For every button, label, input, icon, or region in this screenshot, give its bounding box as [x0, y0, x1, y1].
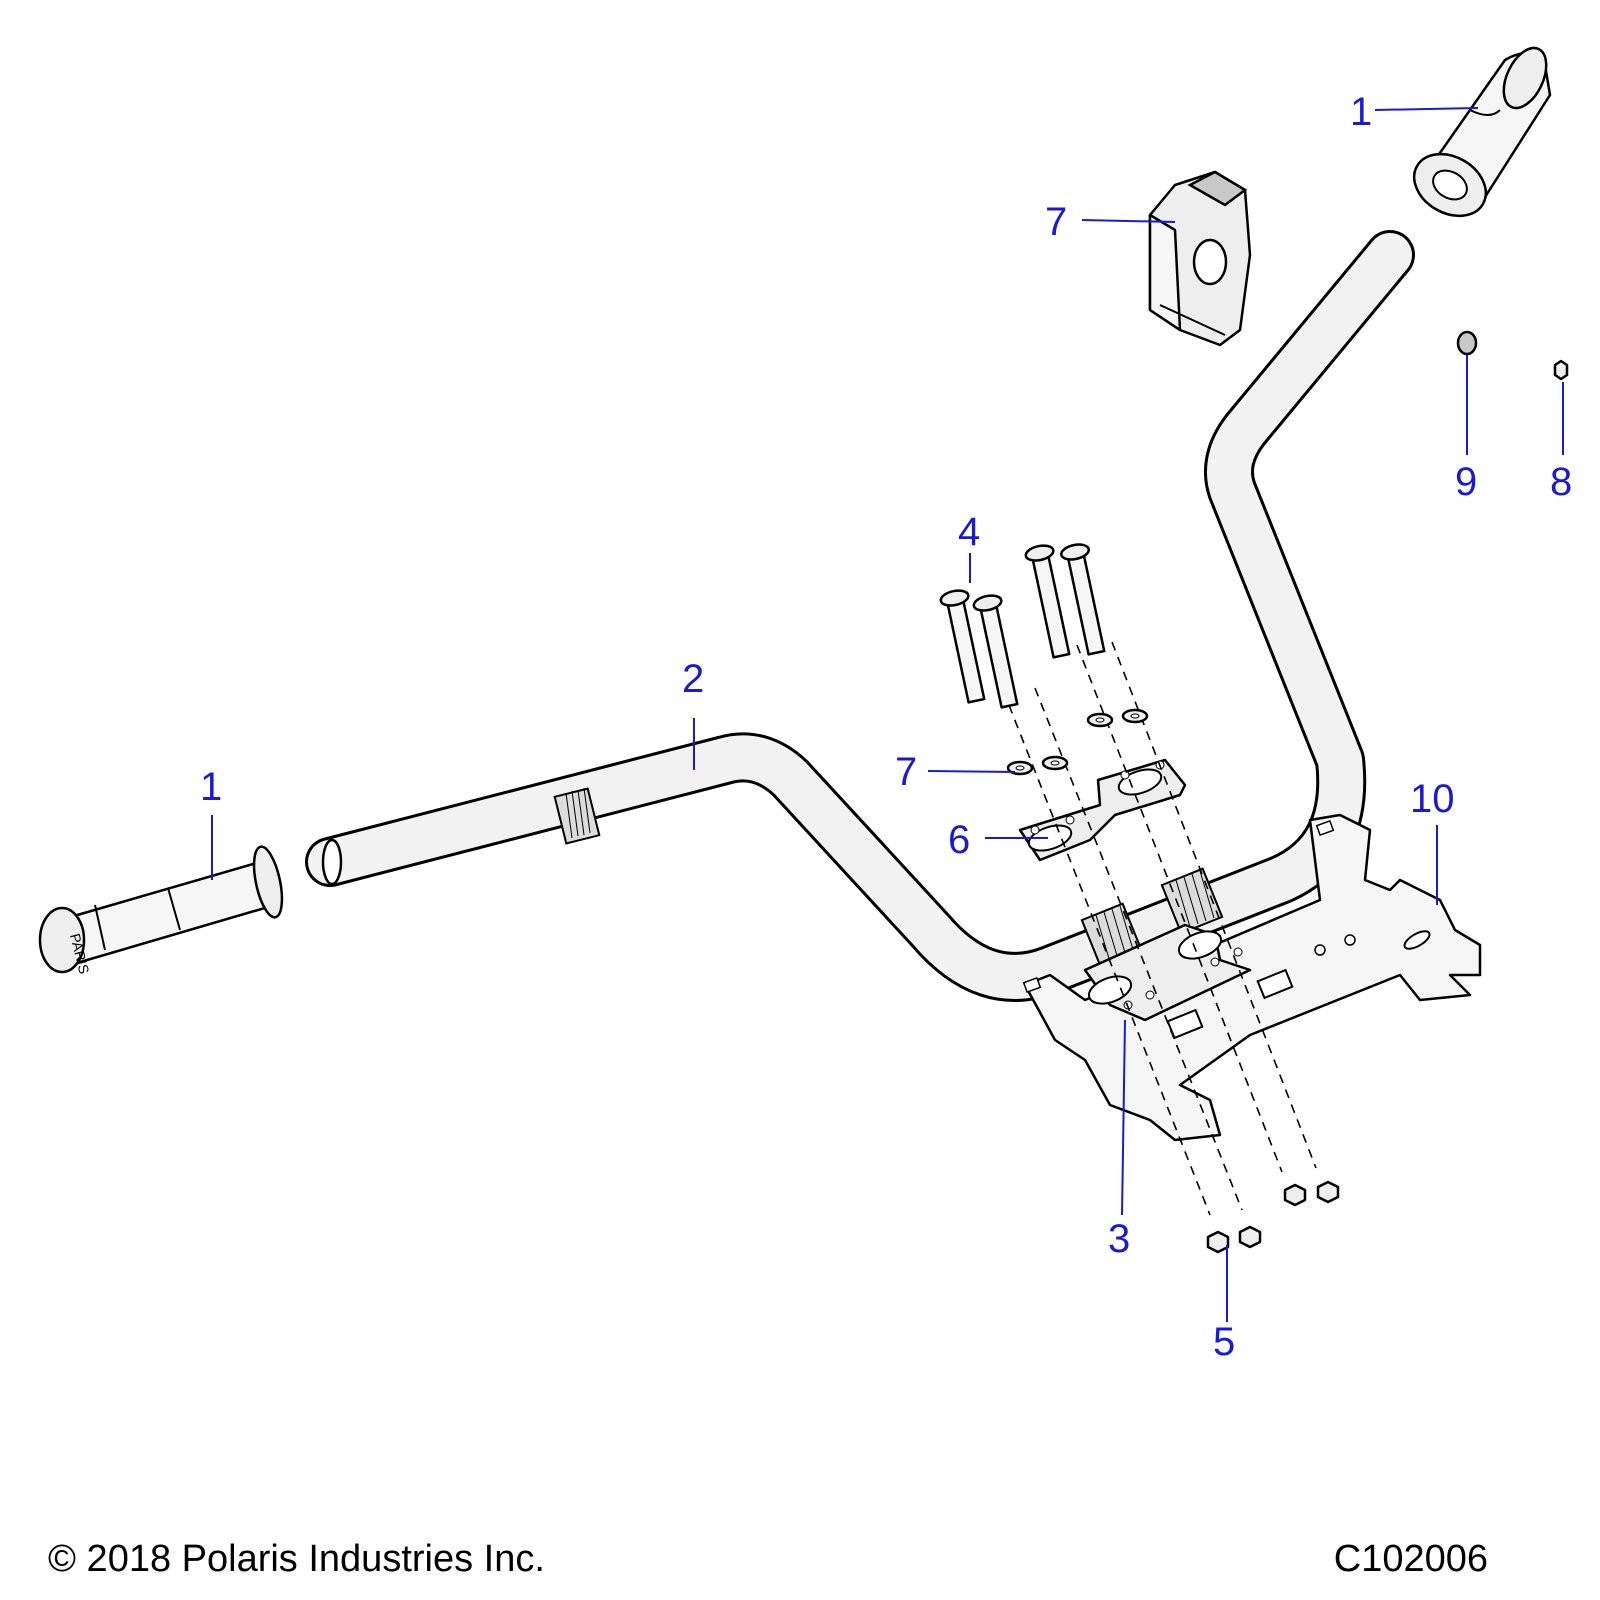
handlebar-open-end — [321, 838, 343, 886]
switch-housing — [1148, 170, 1252, 347]
grip-right — [1412, 46, 1552, 218]
leader-lines — [211, 107, 1564, 1322]
callout-plug: 8 — [1550, 460, 1572, 504]
plug — [1553, 359, 1569, 381]
callouts: 1 7 9 8 4 2 7 6 10 1 3 5 — [200, 90, 1572, 1364]
callout-grip-right: 1 — [1350, 90, 1372, 134]
knurl-left — [553, 787, 601, 845]
callout-mount-bracket: 10 — [1410, 777, 1455, 821]
washers — [1006, 708, 1149, 776]
callout-washer: 7 — [895, 750, 917, 794]
callout-grommet: 9 — [1455, 460, 1477, 504]
drawing-id: C102006 — [1333, 1538, 1488, 1580]
callout-lower-clamp: 3 — [1108, 1217, 1130, 1261]
callout-switch-housing: 7 — [1045, 200, 1067, 244]
handlebar — [305, 230, 1415, 1002]
grommet — [1456, 330, 1478, 356]
callout-grip-left: 1 — [200, 765, 222, 809]
nuts — [1206, 1180, 1340, 1254]
bolts — [939, 543, 1106, 709]
upper-clamp — [1018, 758, 1187, 862]
callout-nut: 5 — [1213, 1320, 1235, 1364]
callout-bolt: 4 — [958, 510, 980, 554]
lower-clamp — [1083, 923, 1252, 1022]
callout-upper-clamp: 6 — [948, 818, 970, 862]
callout-handlebar: 2 — [682, 657, 704, 701]
assembly-lines — [1002, 641, 1317, 1216]
grip-left: PARIS — [38, 845, 284, 975]
copyright-text: © 2018 Polaris Industries Inc. — [48, 1538, 545, 1580]
mount-bracket — [1022, 813, 1482, 1142]
